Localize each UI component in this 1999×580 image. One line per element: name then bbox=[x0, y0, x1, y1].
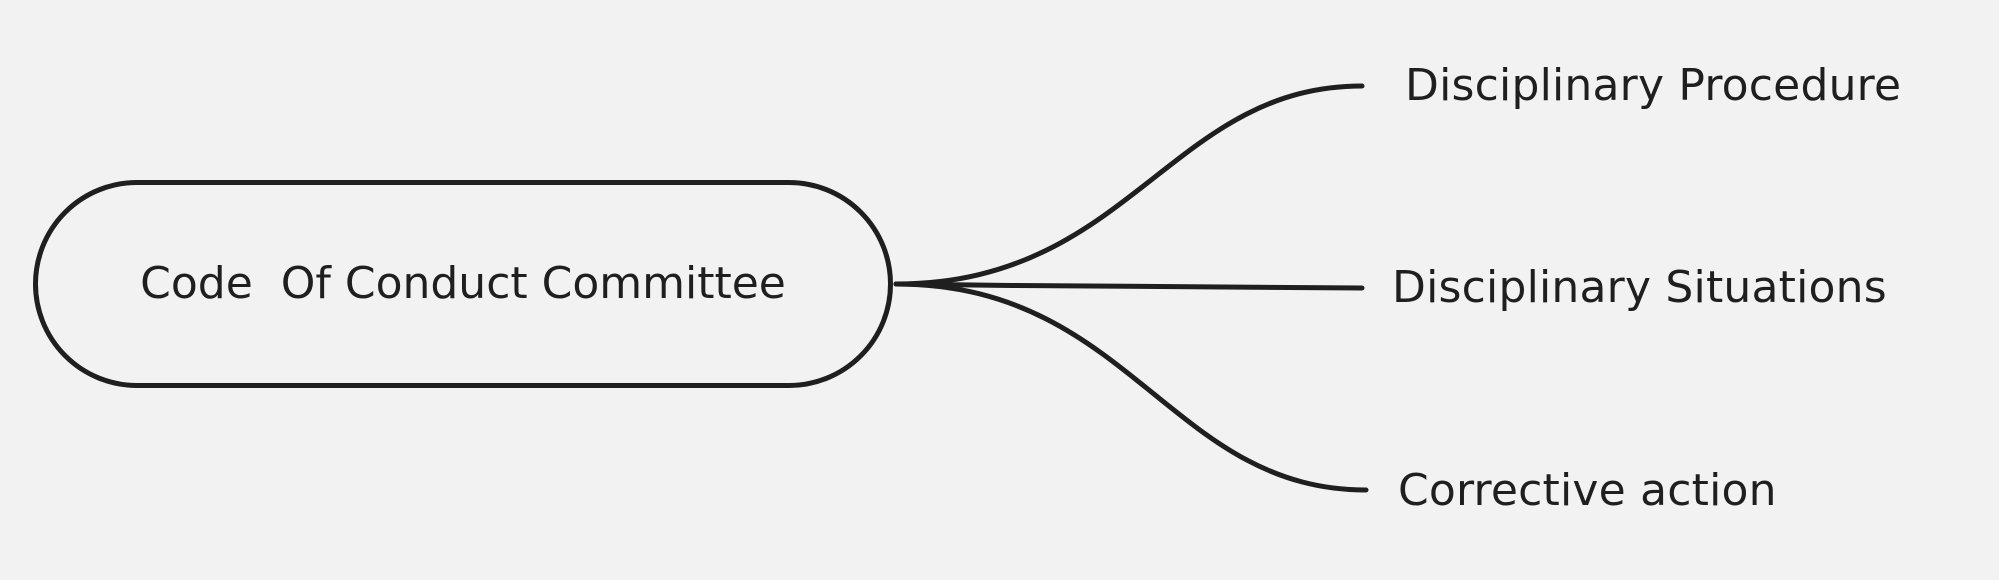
branch-label-corrective-action[interactable]: Corrective action bbox=[1398, 465, 1777, 516]
branch-line-corrective-action bbox=[893, 281, 1369, 493]
branch-line-disciplinary-procedure bbox=[893, 83, 1365, 287]
root-node-label: Code Of Conduct Committee bbox=[140, 258, 786, 309]
branch-label-disciplinary-procedure[interactable]: Disciplinary Procedure bbox=[1405, 60, 1902, 111]
branch-label-disciplinary-situations[interactable]: Disciplinary Situations bbox=[1392, 262, 1887, 313]
root-node[interactable]: Code Of Conduct Committee bbox=[33, 180, 893, 388]
branch-line-disciplinary-situations bbox=[893, 281, 1365, 291]
